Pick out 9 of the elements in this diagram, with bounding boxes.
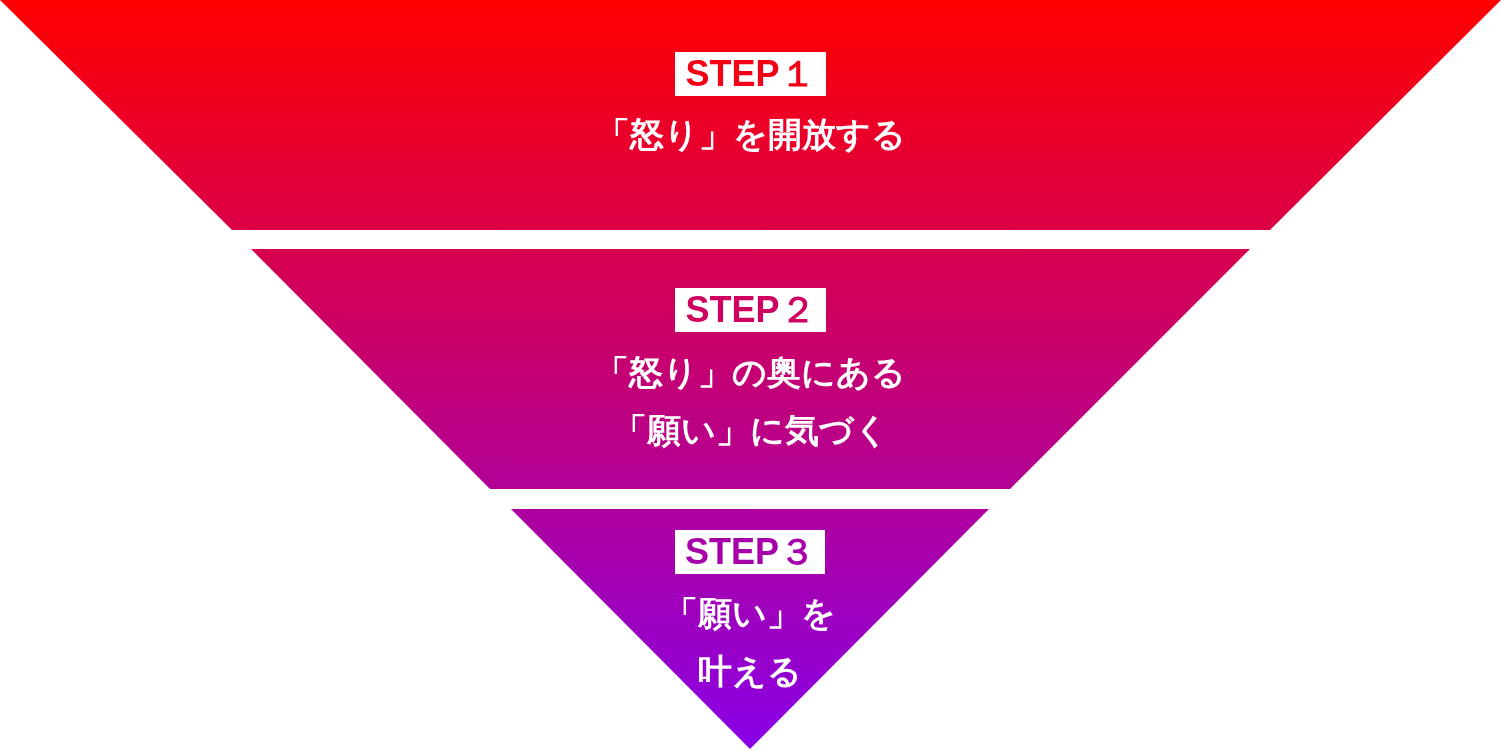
- step-title: 「願い」を叶える: [663, 593, 837, 692]
- step-label: STEP１: [675, 52, 826, 96]
- step-title: 「怒り」を開放する: [594, 114, 907, 155]
- funnel-band: [0, 0, 1501, 230]
- funnel-band: [251, 249, 1250, 489]
- funnel-band: [511, 509, 989, 749]
- step-title: 「怒り」の奥にある「願い」に気づく: [594, 352, 907, 451]
- step-label: STEP２: [675, 288, 826, 332]
- step-label: STEP３: [675, 530, 825, 574]
